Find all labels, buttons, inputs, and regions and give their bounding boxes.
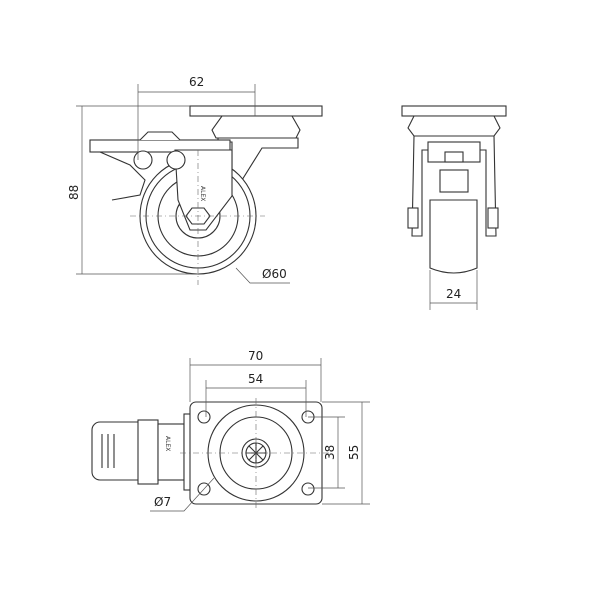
top-view: ALEX 70 54 38 55 Ø7: [91, 349, 370, 512]
brake-hinge: [139, 131, 181, 141]
front-view: 24: [401, 105, 507, 310]
top-plate: [189, 105, 323, 117]
dim-62: 62: [189, 75, 204, 89]
dim-70: 70: [248, 349, 263, 363]
dim-24: 24: [446, 287, 461, 301]
side-view: ALEX 62 88 Ø60: [67, 75, 323, 285]
mount-hole: [197, 410, 211, 424]
dim-leader-60: [235, 267, 290, 284]
mount-hole: [301, 482, 315, 496]
fork-rivet: [166, 150, 186, 170]
dim-7: Ø7: [154, 495, 171, 509]
fork-leg: [174, 149, 233, 231]
dim-38: 38: [323, 445, 337, 460]
top-plate-front: [401, 105, 507, 117]
wheel-front: [429, 199, 478, 274]
fork-logo: ALEX: [199, 186, 206, 201]
brake-pivot: [133, 150, 153, 170]
brake-lever: [99, 151, 146, 201]
dim-88: 88: [67, 185, 81, 200]
dim-54: 54: [248, 372, 263, 386]
dim-55-label: 55: [347, 445, 361, 460]
brake-logo: ALEX: [164, 436, 171, 451]
swivel-bearing: [211, 115, 301, 139]
dim-60: Ø60: [262, 267, 287, 281]
